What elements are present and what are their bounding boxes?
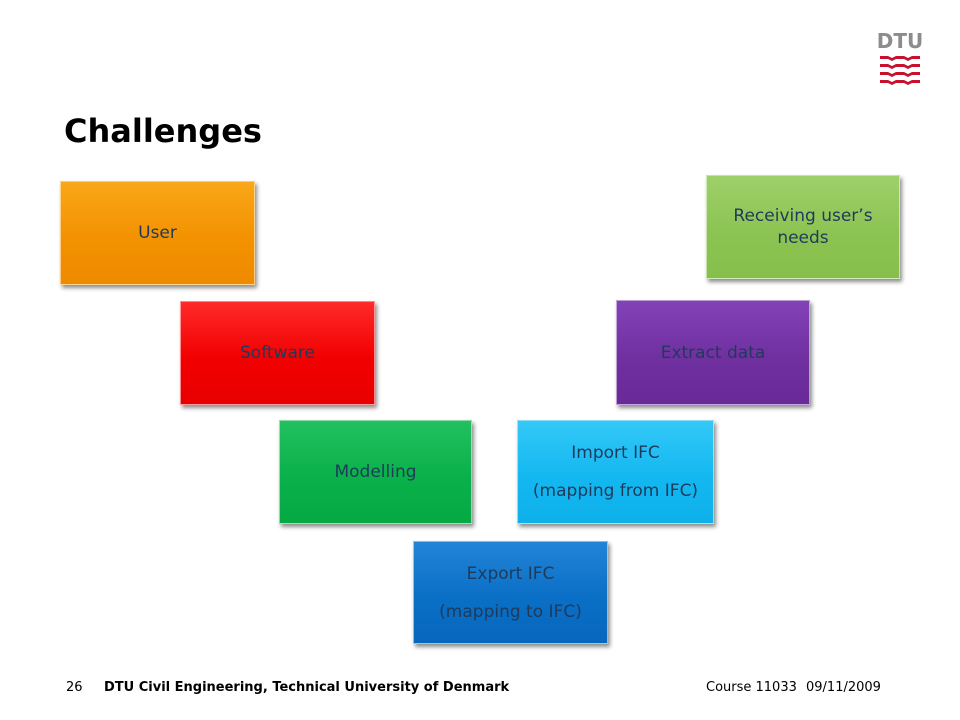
dtu-logo: DTU <box>877 29 923 85</box>
box-software-label: Software <box>240 343 315 363</box>
box-extract-data: Extract data <box>616 300 810 405</box>
box-import-ifc-title: Import IFC <box>571 443 660 463</box>
box-extract-data-label: Extract data <box>660 342 766 363</box>
box-export-ifc: Export IFC (mapping to IFC) <box>413 541 608 644</box>
box-modelling: Modelling <box>279 420 472 524</box>
slide-title: Challenges <box>64 112 262 150</box>
box-modelling-label: Modelling <box>334 462 417 482</box>
box-export-ifc-title: Export IFC <box>466 563 555 584</box>
footer-institution: DTU Civil Engineering, Technical Univers… <box>104 680 510 695</box>
box-export-ifc-subtitle: (mapping to IFC) <box>439 601 582 622</box>
box-receiving-needs: Receiving user’s needs <box>706 175 900 279</box>
footer-course: Course 11033 <box>706 680 797 695</box>
box-user-label: User <box>138 223 177 243</box>
box-user: User <box>60 181 255 285</box>
footer-page-number: 26 <box>66 680 83 695</box>
box-software: Software <box>180 301 375 405</box>
box-import-ifc: Import IFC (mapping from IFC) <box>517 420 714 524</box>
box-receiving-needs-label: Receiving user’s needs <box>733 206 873 248</box>
box-import-ifc-subtitle: (mapping from IFC) <box>532 481 699 501</box>
svg-text:DTU: DTU <box>877 29 923 53</box>
footer-date: 09/11/2009 <box>806 680 881 695</box>
